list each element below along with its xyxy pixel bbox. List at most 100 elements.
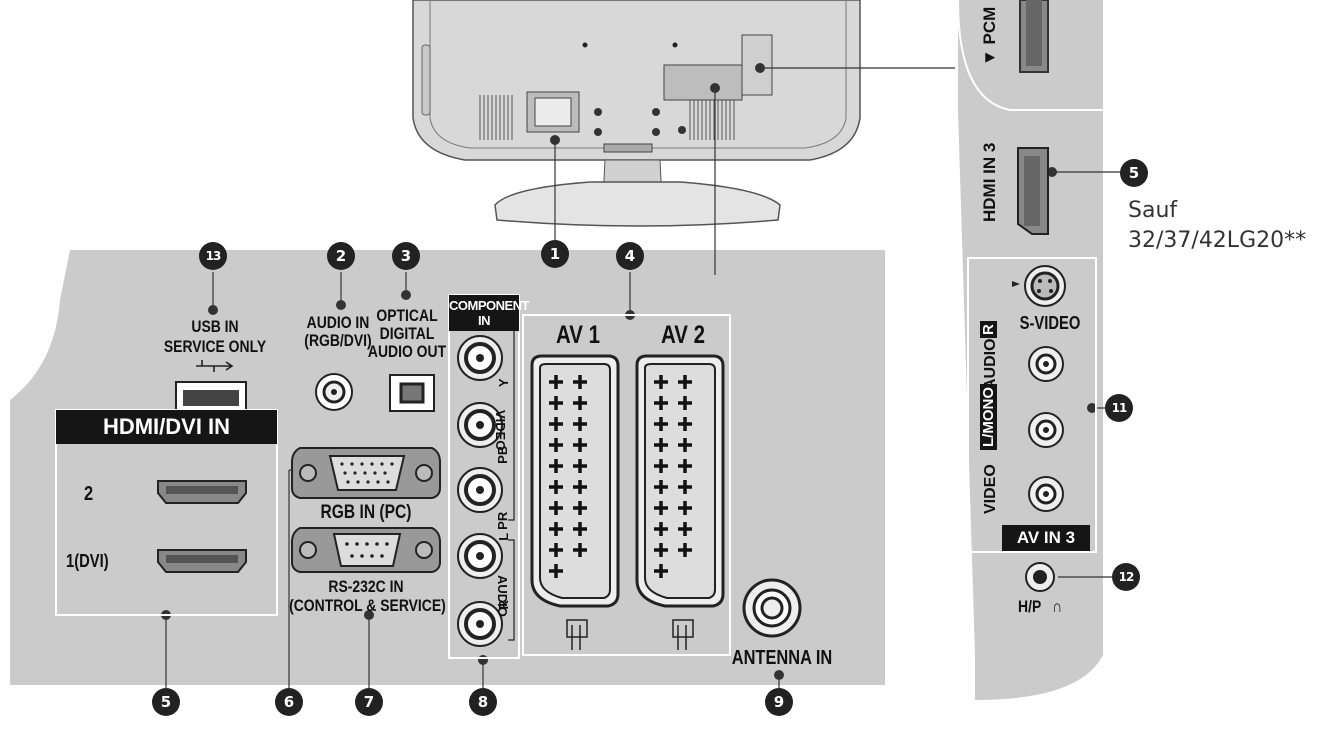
usb-in-label: USB IN (191, 317, 239, 336)
side-video-label: VIDEO (982, 464, 999, 514)
rs232c-in-label: RS-232C IN (328, 577, 404, 596)
side-audio-label: AUDIO (982, 338, 999, 390)
scart-pin (549, 438, 563, 452)
scart-pin (573, 501, 587, 515)
scart-pin (678, 480, 692, 494)
callout-8: 8 (469, 688, 497, 716)
s-video-jack[interactable] (1024, 265, 1066, 307)
tv-back-illustration (412, 0, 861, 227)
headphone-jack[interactable] (1025, 562, 1055, 592)
scart-pin (654, 459, 668, 473)
av1-label: AV 1 (555, 321, 601, 349)
scart-pin (549, 564, 563, 578)
l-label: L (496, 532, 512, 541)
scart-pin (549, 480, 563, 494)
scart-pin (678, 438, 692, 452)
rs232c-port[interactable] (291, 527, 441, 573)
callout-1: 1 (541, 240, 569, 268)
scart-av1[interactable] (530, 354, 620, 608)
headphone-icon: ∩ (1052, 597, 1063, 616)
digital-label: DIGITAL (379, 324, 435, 343)
scart-pin (573, 396, 587, 410)
scart-pin (573, 375, 587, 389)
scart-pin (654, 375, 668, 389)
scart-pin (654, 417, 668, 431)
callout-11: 11 (1105, 394, 1133, 422)
control-service-label: (CONTROL & SERVICE) (289, 596, 446, 615)
callout-6: 6 (275, 688, 303, 716)
side-r-label: R (980, 321, 997, 338)
side-lmono-label: L/MONO (980, 384, 997, 450)
callout-2: 2 (327, 242, 355, 270)
hdmi-in-3-label: HDMI IN 3 (980, 142, 999, 222)
audio-out-label: AUDIO OUT (367, 342, 447, 361)
component-label: COMPONENT (449, 298, 530, 313)
callout-3: 3 (392, 242, 420, 270)
scart-pin (573, 438, 587, 452)
note-sauf: Sauf (1128, 198, 1178, 223)
scart-pin (549, 417, 563, 431)
scart-pin (573, 480, 587, 494)
av2-label: AV 2 (660, 321, 706, 349)
callout-7: 7 (355, 688, 383, 716)
r-label: R (496, 600, 512, 610)
component-in-label: IN (478, 313, 491, 328)
scart-pin (678, 501, 692, 515)
scart-pin (654, 543, 668, 557)
hdmi-port-2[interactable] (157, 480, 247, 504)
scart-pin (549, 396, 563, 410)
component-jacks[interactable] (457, 335, 503, 647)
scart-pin (654, 480, 668, 494)
hdmi-in-3-port[interactable] (1017, 147, 1049, 235)
scart-pin (654, 564, 668, 578)
service-only-label: SERVICE ONLY (163, 337, 267, 356)
hdmi-2-label: 2 (84, 483, 94, 505)
antenna-in-jack[interactable] (742, 578, 802, 638)
scart-pin (678, 522, 692, 536)
scart-pin (549, 375, 563, 389)
scart-pin (654, 438, 668, 452)
audio-in-label: AUDIO IN (306, 313, 370, 332)
component-in-title: COMPONENT IN (449, 295, 530, 331)
audio-in-rgb-dvi-label: (RGB/DVI) (304, 331, 372, 350)
callout-5-main: 5 (152, 688, 180, 716)
scart-pin (549, 459, 563, 473)
hdmi-dvi-in-title: HDMI/DVI IN (56, 410, 277, 444)
antenna-in-label: ANTENNA IN (731, 647, 833, 669)
scart-av2[interactable] (635, 354, 725, 608)
note-models: 32/37/42LG20** (1128, 228, 1307, 253)
y-label: Y (496, 378, 512, 388)
hdmi-1-dvi-label: 1(DVI) (66, 551, 109, 571)
scart-pin (678, 459, 692, 473)
scart-pin (678, 417, 692, 431)
scart-pin (654, 501, 668, 515)
scart-pin (573, 543, 587, 557)
scart-pin (573, 459, 587, 473)
callout-13: 13 (199, 242, 227, 270)
hdmi-port-1[interactable] (157, 549, 247, 573)
callout-5-side: 5 (1120, 159, 1148, 187)
pb-label: PB (495, 445, 511, 464)
scart-pin (573, 522, 587, 536)
scart-pin (678, 543, 692, 557)
callout-4: 4 (616, 242, 644, 270)
av-in-3-title: AV IN 3 (1002, 525, 1090, 551)
pcm-label: ▼ PCM (980, 6, 999, 66)
scart-pin (654, 522, 668, 536)
rgb-pc-port[interactable] (291, 447, 441, 499)
hp-label: H/P (1018, 597, 1042, 616)
pr-label: PR (495, 511, 511, 530)
callout-9: 9 (765, 688, 793, 716)
scart-pin (678, 375, 692, 389)
callout-12: 12 (1112, 563, 1140, 591)
scart-pin (654, 396, 668, 410)
rgb-in-pc-label: RGB IN (PC) (320, 502, 412, 523)
scart-pin (678, 396, 692, 410)
side-rca-jacks[interactable] (1028, 346, 1064, 512)
scart-pin (573, 417, 587, 431)
scart-pin (549, 522, 563, 536)
scart-pin (549, 543, 563, 557)
scart-pin (549, 501, 563, 515)
